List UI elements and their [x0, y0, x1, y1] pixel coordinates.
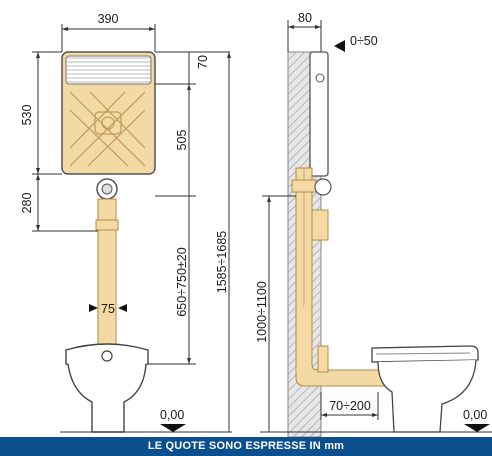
- cistern-internal-mechanism: [69, 91, 146, 167]
- cistern-height-label: 530: [20, 105, 34, 126]
- toilet-bowl-side: [371, 345, 479, 433]
- cistern-side: [309, 51, 329, 177]
- front-view: 390 75: [20, 12, 232, 433]
- floor-left-label: 0,00: [160, 408, 184, 422]
- pipe-diameter-marker: 75: [89, 302, 127, 316]
- cistern-width-label: 390: [98, 12, 119, 26]
- offset-arrow: [334, 40, 345, 52]
- pipe-length-label: 650÷750±20: [175, 247, 189, 316]
- floor-marker-left: [160, 424, 186, 432]
- units-footer: LE QUOTE SONO ESPRESSE IN mm: [0, 437, 492, 456]
- lower-height-label: 280: [20, 193, 34, 214]
- floor-marker-right: [464, 424, 490, 432]
- offset-range-label: 0÷50: [350, 34, 378, 48]
- inner-height-label: 505: [175, 130, 189, 151]
- connection-elbow: [295, 240, 389, 387]
- horizontal-offset-label: 70÷200: [329, 399, 371, 413]
- toilet-bowl-front: [65, 343, 149, 433]
- total-height-label: 1585÷1685: [215, 231, 229, 294]
- cistern-lid: [65, 55, 152, 85]
- top-gap-label: 70: [196, 55, 210, 69]
- flush-height-label: 1000÷1100: [255, 281, 269, 343]
- pipe-diameter-label: 75: [101, 302, 115, 316]
- side-view: 80 0÷50 1000÷1100 70÷: [255, 11, 492, 438]
- wall-depth-label: 80: [298, 11, 312, 25]
- side-valve: [314, 178, 332, 196]
- floor-right-label: 0,00: [463, 408, 487, 422]
